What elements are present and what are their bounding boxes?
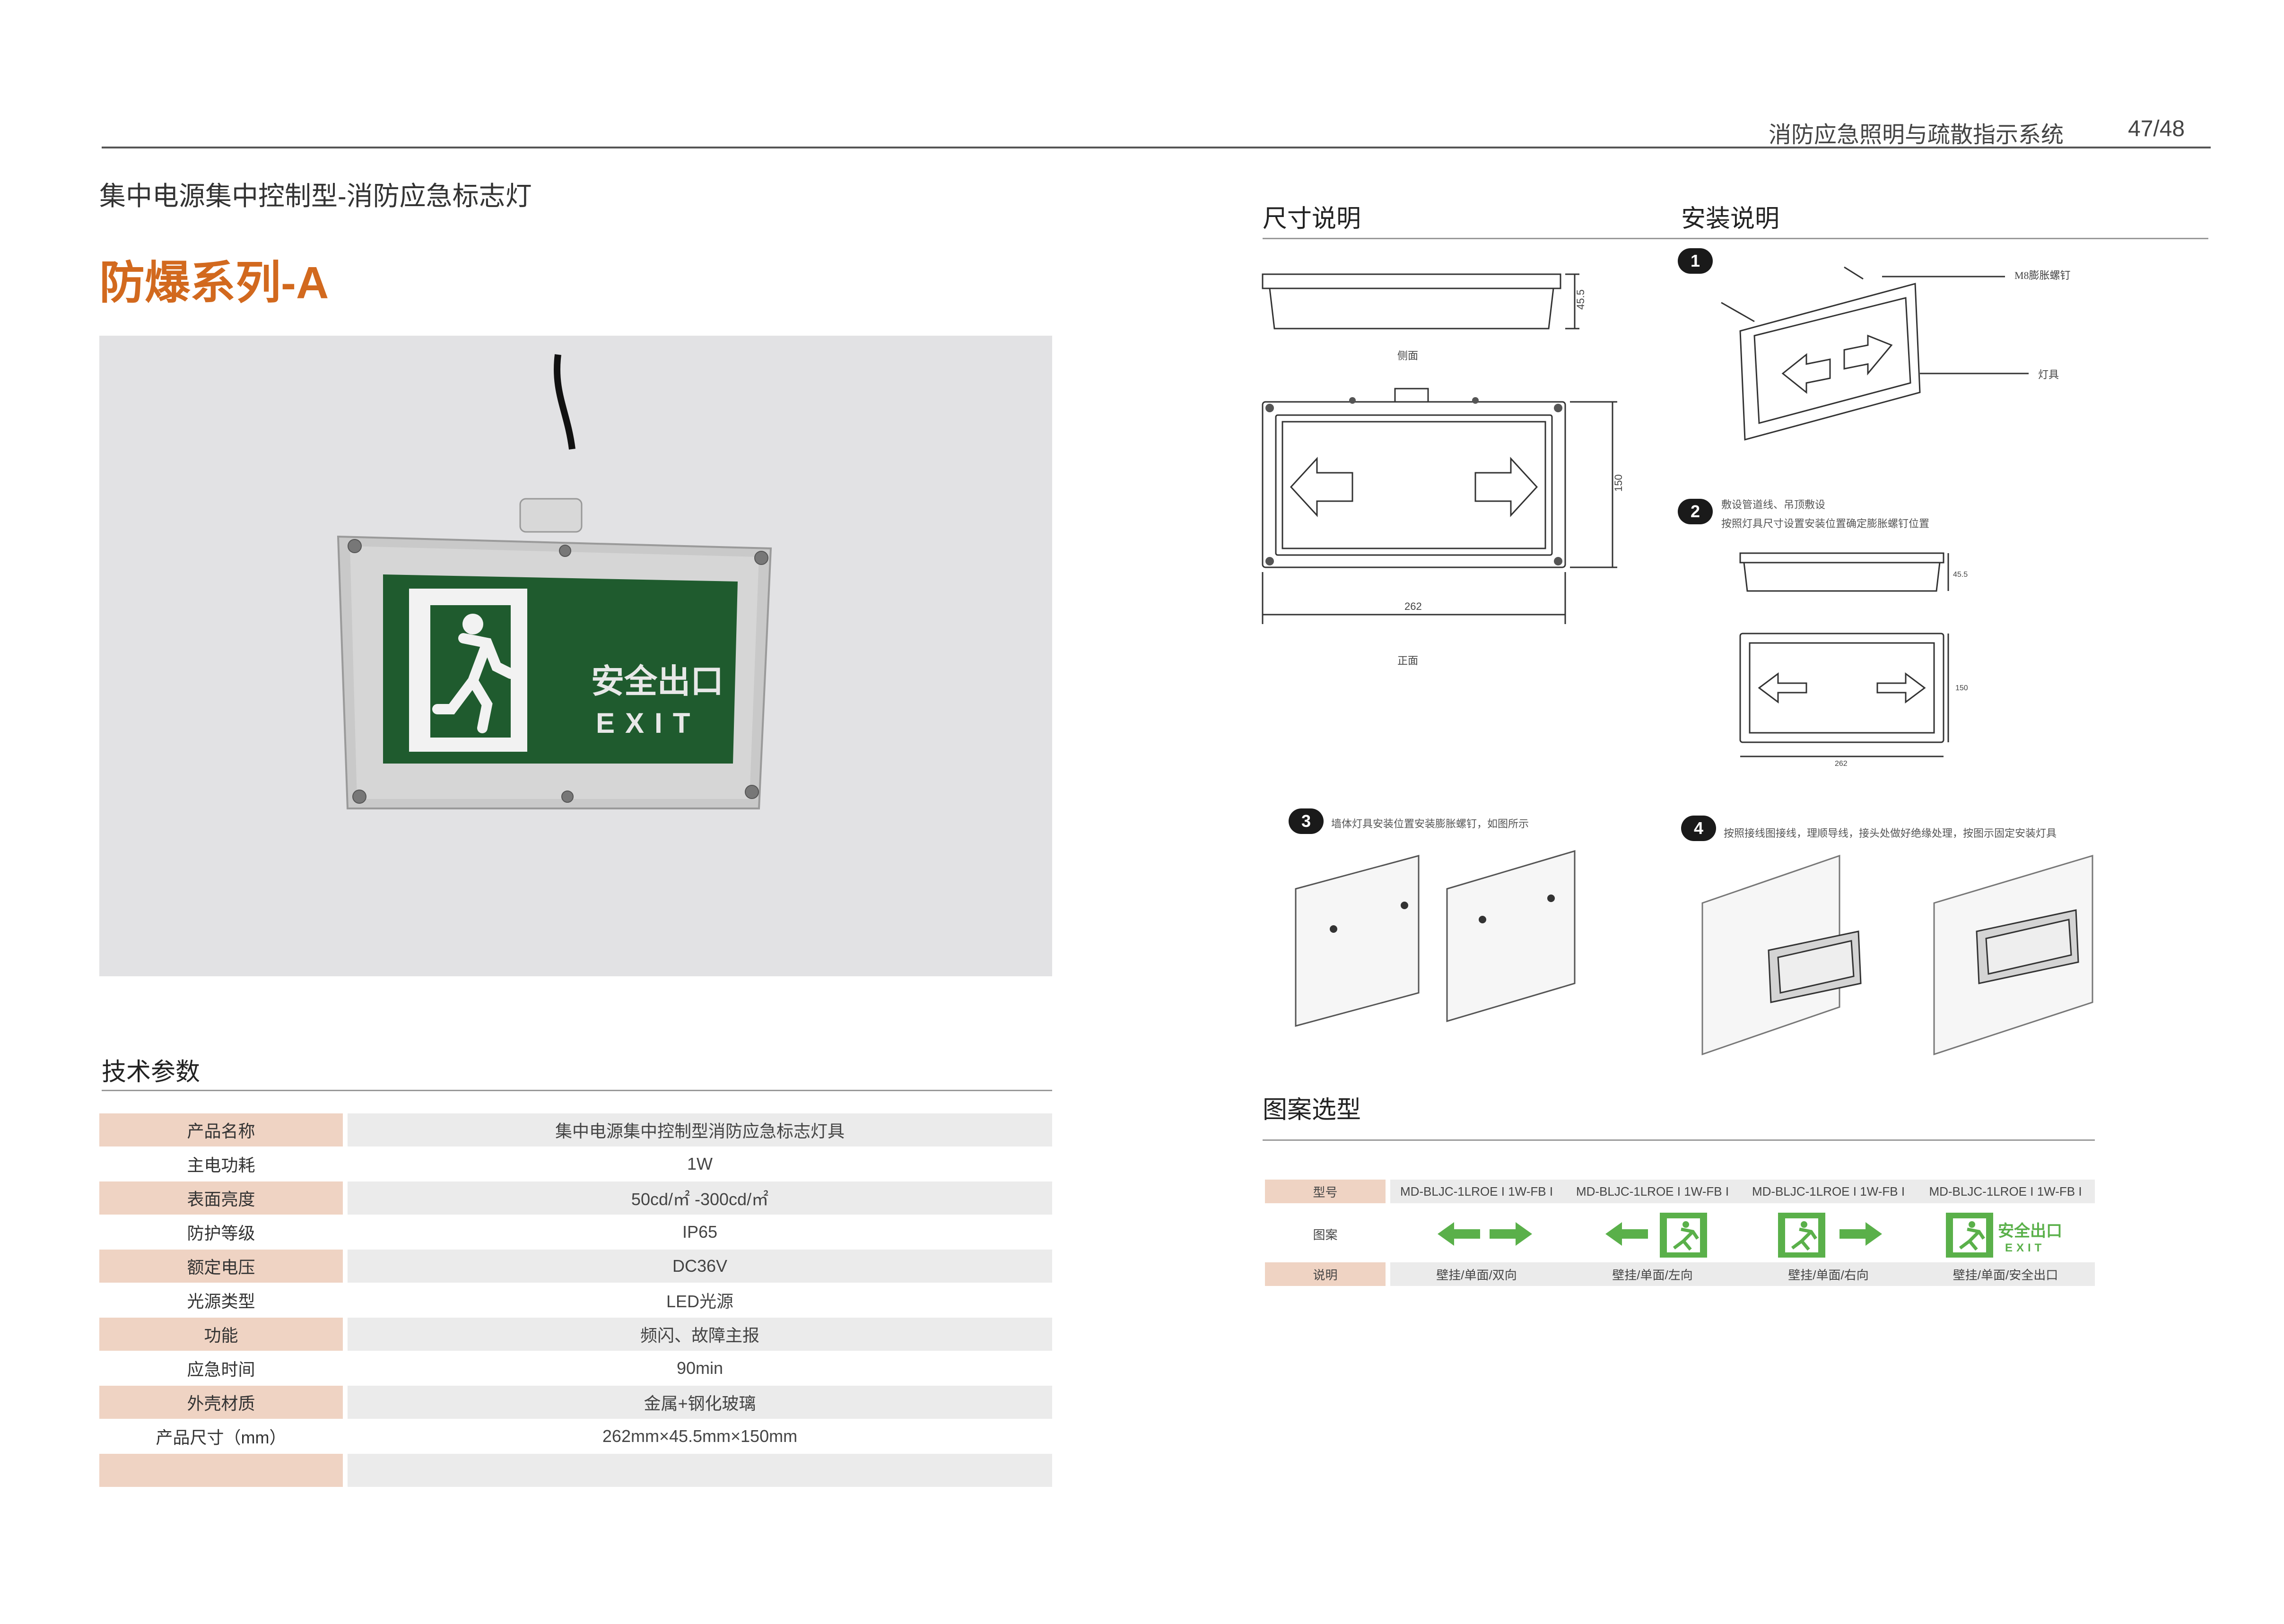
dimensions-title: 尺寸说明 (1263, 205, 1361, 233)
step-4-badge: 4 (1681, 816, 1716, 841)
left-arrow-icon (1605, 1222, 1648, 1246)
table-row: 光源类型 LED光源 (99, 1284, 1052, 1318)
model-cell: MD-BLJC-1LROE I 1W-FB I (1576, 1184, 1729, 1198)
desc-cell: 壁挂/单面/右向 (1788, 1268, 1869, 1282)
spec-value: 金属+钢化玻璃 (348, 1386, 1052, 1419)
dim-depth-label: 150 (1613, 474, 1624, 492)
sign-text-cn: 安全出口 (591, 663, 724, 700)
front-view-label: 正面 (1397, 655, 1418, 667)
desc-row-label: 说明 (1313, 1268, 1338, 1282)
dimension-drawing: 侧面 45.5 150 262 正面 (1262, 273, 1624, 667)
desc-cell: 壁挂/单面/左向 (1612, 1268, 1693, 1282)
section-rule (1263, 238, 2208, 239)
exit-man-icon (1778, 1213, 1825, 1258)
spec-value: LED光源 (666, 1292, 734, 1311)
step-2-dim-h: 45.5 (1953, 571, 1968, 579)
spec-key: 额定电压 (99, 1250, 343, 1283)
table-row: 功能频闪、故障主报 (99, 1318, 1052, 1352)
spec-value: 1W (687, 1154, 713, 1173)
pattern-row-label: 图案 (1313, 1227, 1338, 1242)
pattern-row-header-model: 型号 (1265, 1180, 1386, 1203)
left-arrow-icon (1438, 1222, 1480, 1246)
model-cell: MD-BLJC-1LROE I 1W-FB I (1400, 1184, 1553, 1198)
model-row-label: 型号 (1313, 1185, 1338, 1199)
side-view-label: 侧面 (1397, 350, 1418, 362)
product-subtitle: 集中电源集中控制型-消防应急标志灯 (99, 181, 532, 211)
spec-key: 应急时间 (187, 1360, 255, 1379)
spec-key: 主电功耗 (187, 1155, 255, 1175)
header-rule (102, 147, 2211, 148)
spec-value: DC36V (348, 1250, 1052, 1283)
dim-width-label: 262 (1404, 600, 1422, 612)
exit-lamp-illustration: 安全出口 EXIT (337, 354, 772, 809)
step-1-badge: 1 (1678, 248, 1713, 274)
exit-man-icon (1946, 1213, 1993, 1258)
desc-cell: 壁挂/单面/安全出口 (1953, 1268, 2058, 1282)
patterns-title: 图案选型 (1263, 1096, 1361, 1124)
spec-title: 技术参数 (102, 1059, 201, 1086)
table-row (99, 1454, 1052, 1488)
table-row: 外壳材质金属+钢化玻璃 (99, 1386, 1052, 1420)
model-cell: MD-BLJC-1LROE I 1W-FB I (1752, 1184, 1905, 1198)
desc-row: 壁挂/单面/双向 壁挂/单面/左向 壁挂/单面/右向 壁挂/单面/安全出口 (1390, 1262, 2095, 1286)
spec-key: 产品尺寸（mm） (156, 1428, 287, 1447)
table-row: 应急时间 90min (99, 1352, 1052, 1386)
install-step-1-drawing: M8膨胀螺钉 灯具 (1721, 266, 2071, 441)
spec-value (348, 1454, 1052, 1487)
patterns-rule (1263, 1139, 2095, 1141)
step-4-text: 按照接线图接线，理顺导线，接头处做好绝缘处理，按图示固定安装灯具 (1724, 827, 2057, 839)
step-2-badge: 2 (1678, 499, 1713, 524)
step-2-line-2: 按照灯具尺寸设置安装位置确定膨胀螺钉位置 (1721, 518, 1930, 530)
step-2-dim-d: 150 (1955, 684, 1968, 692)
step-2-line-1: 敷设管道线、吊顶敷设 (1721, 499, 1826, 511)
table-row: 防护等级 IP65 (99, 1216, 1052, 1250)
mini-sign-cn: 安全出口 (1998, 1222, 2062, 1240)
right-arrow-icon (1490, 1222, 1532, 1246)
install-step-2-drawing: 45.5 150 262 (1739, 552, 1968, 768)
product-photo: 安全出口 EXIT (99, 336, 1052, 976)
install-title: 安装说明 (1681, 205, 1780, 233)
table-row: 产品名称集中电源集中控制型消防应急标志灯具 (99, 1113, 1052, 1147)
lamp-label: 灯具 (2038, 369, 2059, 381)
page-number: 47/48 (2128, 116, 2185, 141)
spec-key: 产品名称 (99, 1113, 343, 1146)
spec-key (99, 1454, 343, 1487)
right-arrow-icon (1839, 1222, 1882, 1246)
spec-key: 外壳材质 (99, 1386, 343, 1419)
spec-key: 光源类型 (187, 1292, 255, 1311)
header-section-title: 消防应急照明与疏散指示系统 (1769, 122, 2064, 148)
install-step-4-drawing (1701, 854, 2093, 1056)
sign-text-en: EXIT (596, 707, 700, 739)
pattern-icons-row: 安全出口 EXIT (1438, 1213, 2062, 1258)
spec-key: 表面亮度 (99, 1181, 343, 1215)
spec-rule (102, 1090, 1052, 1091)
mini-sign-en: EXIT (2005, 1242, 2045, 1254)
table-row: 主电功耗 1W (99, 1147, 1052, 1181)
spec-value: 262mm×45.5mm×150mm (602, 1426, 798, 1446)
step-3-badge: 3 (1289, 808, 1324, 834)
spec-value: 90min (676, 1358, 724, 1378)
spec-value: IP65 (682, 1222, 718, 1242)
step-2-dim-w: 262 (1835, 760, 1848, 768)
desc-cell: 壁挂/单面/双向 (1436, 1268, 1517, 1282)
pattern-row-header-desc: 说明 (1265, 1262, 1386, 1286)
spec-value: 50cd/㎡ -300cd/㎡ (348, 1181, 1052, 1215)
model-cell: MD-BLJC-1LROE I 1W-FB I (1929, 1184, 2082, 1198)
step-3-text: 墙体灯具安装位置安装膨胀螺钉，如图所示 (1331, 818, 1529, 830)
series-title: 防爆系列-A (99, 258, 329, 308)
table-row: 产品尺寸（mm） 262mm×45.5mm×150mm (99, 1420, 1052, 1454)
exit-man-icon (1660, 1213, 1707, 1258)
spec-value: 集中电源集中控制型消防应急标志灯具 (348, 1113, 1052, 1146)
model-row: MD-BLJC-1LROE I 1W-FB I MD-BLJC-1LROE I … (1390, 1180, 2095, 1203)
spec-value: 频闪、故障主报 (348, 1318, 1052, 1351)
screw-label: M8膨胀螺钉 (2014, 269, 2071, 281)
spec-key: 防护等级 (187, 1224, 255, 1243)
dim-height-label: 45.5 (1575, 289, 1587, 310)
install-step-3-drawing (1295, 850, 1576, 1027)
spec-key: 功能 (99, 1318, 343, 1351)
